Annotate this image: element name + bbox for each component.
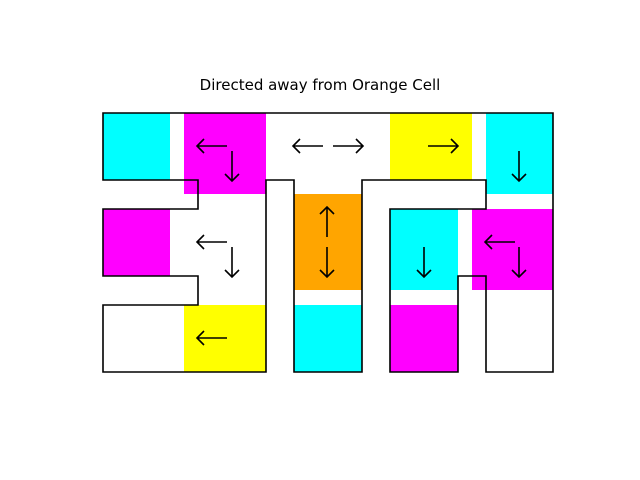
arrow-left-icon xyxy=(195,330,227,346)
arrow-up-icon xyxy=(319,205,335,237)
maze-walls xyxy=(102,112,554,373)
cell-magenta-c-r1-c0 xyxy=(103,209,170,276)
cell-orange-c-r1-c2 xyxy=(294,194,362,290)
arrow-left-icon xyxy=(483,234,515,250)
arrow-left-icon xyxy=(195,138,227,154)
arrow-right-icon xyxy=(428,138,460,154)
diagram-title: Directed away from Orange Cell xyxy=(199,76,441,94)
cell-magenta-c-r0-c1 xyxy=(184,113,266,194)
cell-cyan-c-r0-c0 xyxy=(103,113,170,180)
arrow-down-icon xyxy=(511,151,527,183)
arrow-down-icon xyxy=(416,247,432,279)
arrow-down-icon xyxy=(511,247,527,279)
arrow-down-icon xyxy=(224,151,240,183)
cell-cyan-c-r2-c2 xyxy=(294,305,362,372)
cell-magenta-c-r2-c3 xyxy=(390,305,458,372)
arrow-layer xyxy=(195,138,527,346)
arrow-down-icon xyxy=(319,247,335,279)
arrow-left-icon xyxy=(195,234,227,250)
cell-magenta-c-r1-c4 xyxy=(472,209,553,290)
arrow-left-icon xyxy=(291,138,323,154)
maze-outline xyxy=(102,112,554,373)
arrow-right-icon xyxy=(333,138,365,154)
arrow-down-icon xyxy=(224,247,240,279)
